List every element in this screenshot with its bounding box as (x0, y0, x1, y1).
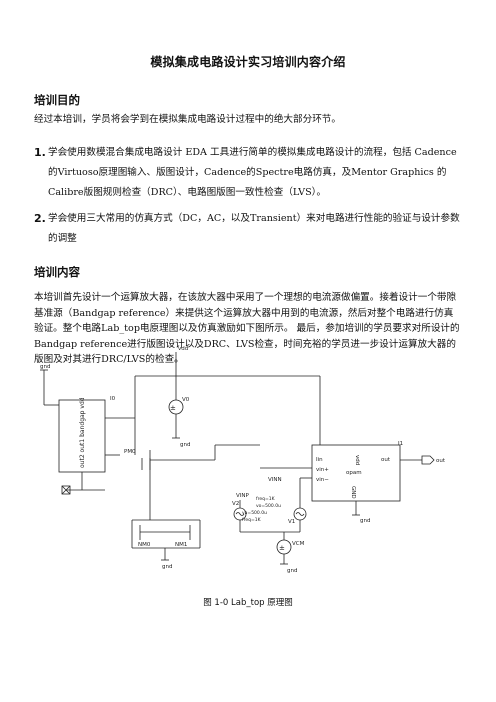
source-param: freq=1K (256, 496, 276, 502)
opamp-pin: GND (350, 486, 356, 499)
opamp-name: opam (346, 470, 362, 476)
schematic-label: V0 (182, 397, 190, 403)
source-param: va=500.0u (242, 510, 267, 516)
svg-text:±: ± (279, 544, 285, 552)
section-heading-content: 培训内容 (34, 265, 80, 279)
opamp-pin: out (381, 457, 391, 463)
schematic-label: I1 (398, 441, 403, 447)
bandgap-pins: out2 out1 bandgap vdd (79, 397, 86, 468)
content-body: 本培训首先设计一个运算放大器，在该放大器中采用了一个理想的电流源做偏置。接着设计… (34, 292, 460, 365)
section-heading-purpose: 培训目的 (34, 93, 80, 107)
schematic-label: V1 (288, 519, 295, 525)
list-text: 学会使用三大常用的仿真方式（DC，AC，以及Transient）来对电路进行性能… (48, 213, 460, 244)
page-title: 模拟集成电路设计实习培训内容介绍 (150, 55, 346, 69)
schematic-label: NM0 (138, 542, 151, 548)
schematic-label: gnd (162, 564, 172, 570)
schematic-label: vdd (178, 346, 188, 352)
opamp-pin: vdd (354, 455, 360, 465)
schematic-label: gnd (40, 364, 50, 370)
list-number: 2. (34, 212, 46, 225)
figure-caption: 图 1-0 Lab_top 原理图 (203, 598, 293, 608)
svg-text:±: ± (170, 404, 176, 412)
schematic-label: gnd (180, 442, 190, 448)
bandgap-name: I0 (110, 396, 116, 402)
list-item: 2. 学会使用三大常用的仿真方式（DC，AC，以及Transient）来对电路进… (34, 209, 462, 251)
schematic-label: gnd (360, 518, 370, 524)
schematic-label: VINN (268, 477, 282, 483)
source-param: freq=1K (242, 517, 262, 523)
opamp-pin: vin+ (316, 467, 329, 473)
list-text: 学会使用数模混合集成电路设计 EDA 工具进行简单的模拟集成电路设计的流程，包括… (48, 147, 457, 198)
schematic-label: VINP (236, 493, 249, 499)
purpose-intro: 经过本培训，学员将会学到在模拟集成电路设计过程中的绝大部分环节。 (34, 114, 341, 125)
schematic-label: PM0 (124, 449, 136, 455)
opamp-pin: vin− (316, 477, 329, 483)
source-param: vo=500.0u (256, 503, 281, 509)
list-item: 1. 学会使用数模混合集成电路设计 EDA 工具进行简单的模拟集成电路设计的流程… (34, 143, 462, 203)
schematic-label: gnd (287, 568, 297, 574)
schematic-label: out (436, 458, 446, 464)
schematic-label: VCM (292, 541, 305, 547)
schematic-label: V2 (232, 501, 239, 507)
list-number: 1. (34, 146, 46, 159)
schematic-label: NM1 (175, 542, 187, 548)
opamp-pin: Iin (316, 457, 323, 463)
